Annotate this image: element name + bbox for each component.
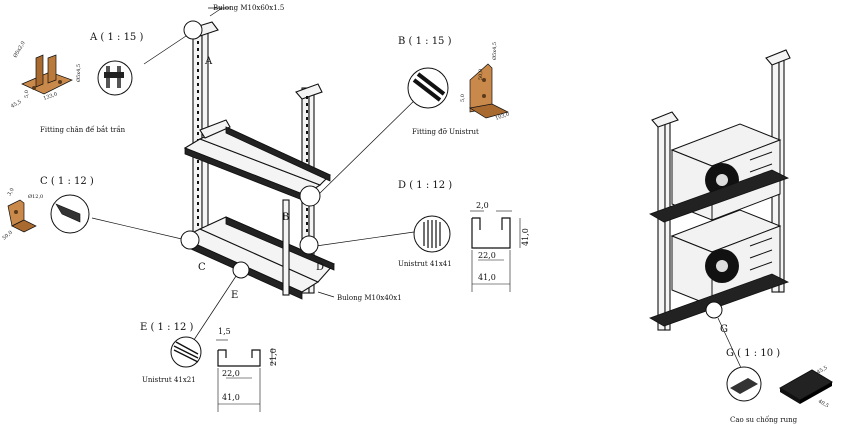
- detail-e-dim-1: 1,5: [218, 327, 231, 336]
- bolt-label-bottom: Bulong M10x40x1: [337, 294, 402, 302]
- right-frame-assembly: [649, 49, 791, 331]
- detail-e-dim-3: 22,0: [222, 369, 240, 378]
- marker-d: D: [316, 262, 324, 273]
- detail-d: D ( 1 : 12 ) Unistrut 41x41 2,0 41,0 22,…: [398, 180, 530, 292]
- post-slot: [306, 110, 308, 113]
- detail-circle-b-marker: [299, 185, 321, 207]
- post-slot: [197, 41, 199, 44]
- detail-g: G ( 1 : 10 ) Cao su chống rung 45,5 40,5: [726, 348, 833, 424]
- post-slot: [197, 223, 199, 226]
- detail-e-dim-4: 41,0: [222, 393, 240, 402]
- detail-d-title: D ( 1 : 12 ): [398, 180, 452, 191]
- post-slot: [306, 131, 308, 134]
- post-slot: [197, 167, 199, 170]
- detail-b-dim-1: Ø5x4,5: [491, 42, 498, 60]
- detail-d-dim-2: 41,0: [521, 228, 530, 246]
- detail-c-dim-2: Ø12,0: [28, 193, 43, 200]
- post-slot: [197, 118, 199, 121]
- post-slot: [197, 181, 199, 184]
- detail-g-dim-2: 40,5: [817, 399, 830, 410]
- detail-d-caption: Unistrut 41x41: [398, 260, 452, 268]
- detail-c-dim-1: 3,0: [7, 187, 16, 197]
- rubber-pad-illustration: [779, 369, 833, 404]
- detail-circle-d-marker: [299, 235, 319, 255]
- detail-circle-e-marker: [232, 261, 250, 279]
- post-slot: [197, 174, 199, 177]
- detail-b-dim-3: 50,0: [478, 69, 484, 80]
- detail-d-dim-1: 2,0: [476, 201, 489, 210]
- post-slot: [197, 90, 199, 93]
- post-slot: [197, 195, 199, 198]
- detail-g-dim-1: 45,5: [816, 365, 829, 376]
- marker-g: G: [720, 324, 728, 335]
- post-slot: [197, 216, 199, 219]
- post-slot: [306, 117, 308, 120]
- post-slot: [197, 69, 199, 72]
- post-slot: [197, 160, 199, 163]
- post-slot: [306, 96, 308, 99]
- post-slot: [306, 159, 308, 162]
- post-slot: [306, 138, 308, 141]
- post-slot: [197, 48, 199, 51]
- detail-a-title: A ( 1 : 15 ): [89, 32, 143, 43]
- fitting-a-illustration: [21, 54, 73, 95]
- detail-e: E ( 1 : 12 ) Unistrut 41x21 1,5 21,0 22,…: [140, 322, 278, 412]
- detail-circle-c-marker: [180, 230, 200, 250]
- post-slot: [306, 229, 308, 232]
- post-slot: [197, 76, 199, 79]
- post-slot: [197, 62, 199, 65]
- detail-a-dim-3: 133,0: [43, 91, 59, 102]
- post-slot: [197, 97, 199, 100]
- detail-c: C ( 1 : 12 ) 3,0 Ø12,0 50,0: [1, 176, 93, 242]
- detail-e-caption: Unistrut 41x21: [142, 376, 196, 384]
- detail-a-dim-2: Ø5x4,5: [75, 64, 82, 82]
- post-slot: [197, 111, 199, 114]
- detail-d-dim-4: 41,0: [478, 273, 496, 282]
- detail-e-dim-2: 21,0: [269, 348, 278, 366]
- detail-b: B ( 1 : 15 ) Ø5x4,5 5,0 50,0 103,0 Fitti…: [398, 36, 510, 136]
- detail-b-zoom-circle: [407, 67, 449, 109]
- detail-a: A ( 1 : 15 ) Ø5x2,0 Ø5x4,5 133,0 5,0 45,…: [10, 32, 143, 134]
- post-slot: [197, 104, 199, 107]
- marker-e: E: [231, 290, 238, 301]
- detail-circle-a-marker: [183, 20, 203, 40]
- detail-b-dim-4: 103,0: [495, 111, 511, 122]
- fitting-b-illustration: [469, 63, 509, 119]
- detail-a-dim-4: 5,0: [24, 90, 30, 98]
- post-slot: [197, 55, 199, 58]
- post-slot: [306, 124, 308, 127]
- post-slot: [197, 125, 199, 128]
- detail-g-title: G ( 1 : 10 ): [726, 348, 780, 359]
- detail-circle-g-marker: [705, 301, 723, 319]
- post-slot: [306, 103, 308, 106]
- detail-a-dim-5: 45,5: [10, 99, 23, 110]
- post-slot: [306, 222, 308, 225]
- post-slot: [197, 188, 199, 191]
- post-slot: [197, 83, 199, 86]
- detail-c-dim-3: 50,0: [1, 230, 13, 242]
- detail-a-dim-1: Ø5x2,0: [12, 40, 27, 59]
- marker-b: B: [282, 212, 289, 223]
- detail-c-title: C ( 1 : 12 ): [40, 176, 94, 187]
- marker-a: A: [204, 56, 213, 67]
- detail-b-dim-2: 5,0: [460, 94, 466, 102]
- detail-g-caption: Cao su chống rung: [730, 415, 798, 424]
- bolt-label-top: Bulong M10x60x1.5: [213, 4, 284, 12]
- post-slot: [306, 145, 308, 148]
- detail-b-title: B ( 1 : 15 ): [398, 36, 452, 47]
- detail-d-dim-3: 22,0: [478, 251, 496, 260]
- post-slot: [197, 209, 199, 212]
- post-slot: [306, 208, 308, 211]
- detail-b-caption: Fitting đỡ Unistrut: [412, 128, 479, 136]
- post-slot: [306, 152, 308, 155]
- fitting-c-illustration: [7, 199, 37, 233]
- detail-a-caption: Fitting chân đế bắt trần: [40, 125, 126, 134]
- detail-e-title: E ( 1 : 12 ): [140, 322, 194, 333]
- post-slot: [197, 202, 199, 205]
- marker-c: C: [198, 262, 206, 273]
- post-slot: [306, 215, 308, 218]
- post-slot: [197, 132, 199, 135]
